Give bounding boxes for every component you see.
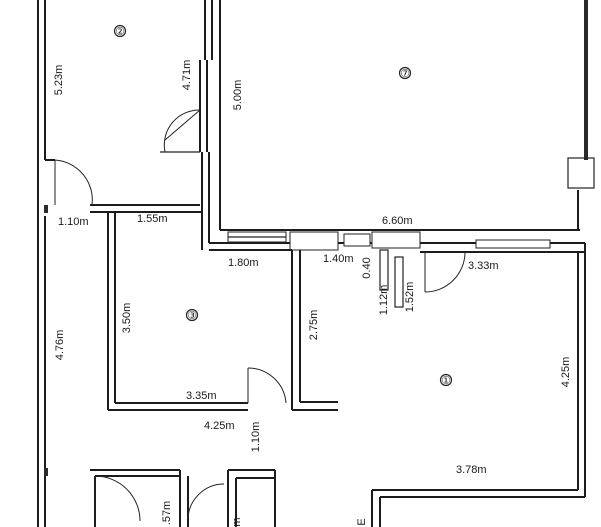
dim-3-50: 3.50m <box>121 303 133 334</box>
dim-1-10-b: 1.10m <box>250 422 262 453</box>
dim-m: m <box>231 517 243 526</box>
window-2 <box>289 231 339 251</box>
dim-1-12: 1.12m <box>378 285 390 316</box>
doors <box>54 109 466 522</box>
room-3-circle <box>185 308 199 322</box>
dim-6-60: 6.60m <box>382 215 413 227</box>
window-4 <box>371 231 421 249</box>
walls <box>37 0 595 527</box>
column-box <box>567 157 595 189</box>
dim-0-40: 0.40 <box>361 257 373 278</box>
dim-1-52: 1.52m <box>404 282 416 313</box>
dim-1-40: 1.40m <box>323 253 354 265</box>
dim-E: E <box>356 518 368 525</box>
dim-4-25-horizontal: 4.25m <box>204 420 235 432</box>
dim-3-78: 3.78m <box>456 464 487 476</box>
pillar-left <box>379 249 389 291</box>
door-bottom1-arc <box>94 475 141 522</box>
window-3 <box>343 233 371 247</box>
door-room3-arc <box>247 367 287 404</box>
dim-1-80: 1.80m <box>228 257 259 269</box>
door-bottom2-arc <box>187 483 225 521</box>
room-7-circle <box>398 66 412 80</box>
dimension-labels: 5.23m 4.71m 5.00m 1.10m 1.55m 6.60m 1.80… <box>53 60 572 527</box>
dim-3-35: 3.35m <box>186 390 217 402</box>
dim-4-25-vertical: 4.25m <box>560 357 572 388</box>
door-room1-arc <box>424 251 466 293</box>
door-entrance-arc <box>54 159 93 206</box>
dim-4-71: 4.71m <box>181 60 193 91</box>
room-1-circle <box>439 373 453 387</box>
wall-mark <box>44 205 48 213</box>
dim-2-75: 2.75m <box>308 310 320 341</box>
door-room2-leaf <box>164 109 201 141</box>
dim-5-23: 5.23m <box>53 65 65 96</box>
wall-mark-2 <box>44 468 48 476</box>
room-7-label: ⑦ <box>400 68 410 80</box>
room-2-label: ② <box>115 26 125 38</box>
dim-1-10-a: 1.10m <box>58 216 89 228</box>
room-3-label: ③ <box>187 310 197 322</box>
dim-57: .57m <box>161 501 173 525</box>
room-2-circle <box>113 24 127 38</box>
dim-1-55: 1.55m <box>137 213 168 225</box>
dim-3-33: 3.33m <box>468 260 499 272</box>
pillar-right <box>394 256 404 308</box>
room-1-label: ① <box>441 375 451 387</box>
window-5 <box>475 239 551 249</box>
room-markers: ② ⑦ ③ ① <box>113 24 453 387</box>
room7-right-wall <box>584 0 588 160</box>
dim-4-76: 4.76m <box>54 330 66 361</box>
door-room2-arc <box>163 109 201 153</box>
dim-5-00: 5.00m <box>232 80 244 111</box>
